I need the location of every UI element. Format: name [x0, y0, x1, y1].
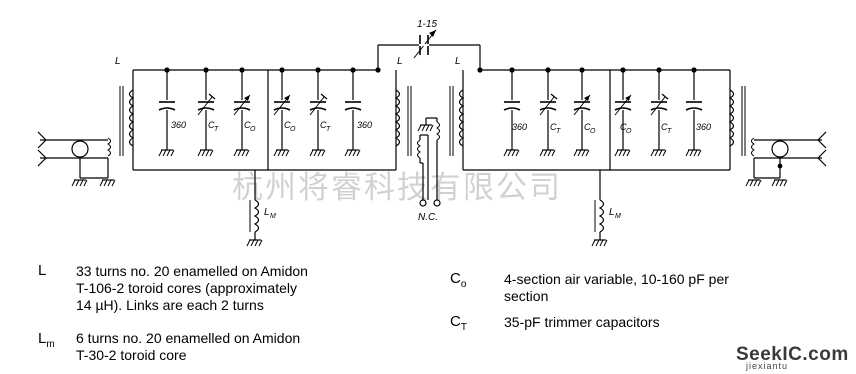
- legend-Ct-description: 35-pF trimmer capacitors: [504, 314, 660, 330]
- legend-Ct-symbol: CT: [450, 313, 467, 333]
- legend-Co-letter: C: [450, 270, 461, 287]
- logo-subtext: jiexiantu: [746, 361, 789, 371]
- logo-text: SeekIC.com: [736, 344, 849, 365]
- legend-Lm-letter: L: [38, 330, 47, 347]
- legend-Co-description: 4-section air variable, 10-160 pF per se…: [504, 271, 729, 305]
- output-connector: [753, 131, 827, 179]
- cap-label-ct: C: [320, 120, 327, 130]
- coupling-capacitor: [413, 29, 437, 59]
- legend-Ct-subscript: T: [460, 322, 467, 333]
- cap-label-co: C: [584, 122, 591, 132]
- cap-label-ct-sub: T: [667, 128, 672, 135]
- trimmer-capacitor-icon: [539, 101, 557, 111]
- legend-Lm-line-2: T-30-2 toroid core: [76, 347, 187, 363]
- label-L-mid-left: L: [397, 56, 403, 67]
- legend-Co-symbol: Co: [450, 270, 466, 290]
- cap-value-360: 360: [512, 122, 527, 132]
- legend-Lm-subscript: m: [46, 339, 55, 350]
- cap-label-co: C: [244, 120, 251, 130]
- legend-Ct-letter: C: [450, 313, 461, 330]
- cap-label-ct-sub: T: [326, 126, 331, 133]
- legend-L-line-1: 33 turns no. 20 enamelled on Amidon: [76, 263, 308, 279]
- trimmer-capacitor-icon: [197, 101, 215, 111]
- fixed-capacitor-icon: [685, 101, 703, 111]
- cap-label-ct: C: [550, 122, 557, 132]
- label-link-cap: 1-15: [417, 19, 437, 30]
- toroid-inductors: [107, 86, 755, 159]
- link-wiring: [419, 117, 438, 200]
- cap-label-ct: C: [661, 122, 668, 132]
- watermark: 杭州将睿科技有限公司: [232, 170, 562, 206]
- cap-label-co-sub: O: [626, 128, 632, 135]
- cap-label-co: C: [284, 120, 291, 130]
- cap-label-co: C: [620, 122, 627, 132]
- fixed-capacitor-icon: [344, 101, 362, 111]
- site-logo: SeekIC.com jiexiantu: [736, 344, 854, 372]
- legend-L-line-2: T-106-2 toroid cores (approximately: [76, 280, 297, 296]
- label-L-mid-right: L: [455, 56, 461, 67]
- legend-Lm-description: 6 turns no. 20 enamelled on Amidon T-30-…: [76, 330, 300, 364]
- label-LM-right-sub: M: [615, 213, 621, 220]
- label-L-left: L: [115, 56, 121, 67]
- fixed-capacitor-icon: [158, 101, 176, 111]
- fixed-capacitor-icon: [503, 101, 521, 111]
- legend-Co-subscript: o: [460, 279, 467, 290]
- variable-capacitor-icon: [573, 101, 591, 111]
- legend-Lm-line-1: 6 turns no. 20 enamelled on Amidon: [76, 330, 301, 346]
- input-connector: [37, 131, 109, 179]
- cap-label-ct-sub: T: [214, 126, 219, 133]
- legend-L-description: 33 turns no. 20 enamelled on Amidon T-10…: [76, 263, 308, 314]
- trimmer-capacitor-icon: [309, 101, 327, 111]
- legend-L-line-3: 14 µH). Links are each 2 turns: [76, 297, 264, 313]
- variable-capacitor-icon: [233, 101, 251, 111]
- label-LM-left: L: [264, 207, 270, 218]
- legend-L-symbol: L: [38, 262, 47, 279]
- cap-label-co-sub: O: [290, 126, 296, 133]
- monitor-inductors: [249, 170, 605, 240]
- cap-label-co-sub: O: [250, 126, 256, 133]
- cap-label-co-sub: O: [590, 128, 596, 135]
- circuit-schematic: L L L 1-15 L M L M N.C. 360 C T C O C O …: [37, 19, 827, 247]
- cap-value-360: 360: [696, 122, 711, 132]
- tuning-capacitor-bank: [158, 70, 703, 157]
- variable-capacitor-icon: [614, 101, 632, 111]
- cap-value-360: 360: [357, 120, 372, 130]
- trimmer-capacitor-icon: [650, 101, 668, 111]
- cap-value-360: 360: [171, 120, 186, 130]
- label-LM-left-sub: M: [270, 213, 276, 220]
- cap-label-ct-sub: T: [556, 128, 561, 135]
- label-LM-right: L: [609, 207, 615, 218]
- label-nc: N.C.: [418, 212, 438, 223]
- legend-Co-line-1: 4-section air variable, 10-160 pF per: [504, 271, 729, 287]
- variable-capacitor-icon: [273, 101, 291, 111]
- legend-Lm-symbol: Lm: [38, 330, 55, 350]
- cap-label-ct: C: [208, 120, 215, 130]
- legend-Co-line-2: section: [504, 288, 549, 304]
